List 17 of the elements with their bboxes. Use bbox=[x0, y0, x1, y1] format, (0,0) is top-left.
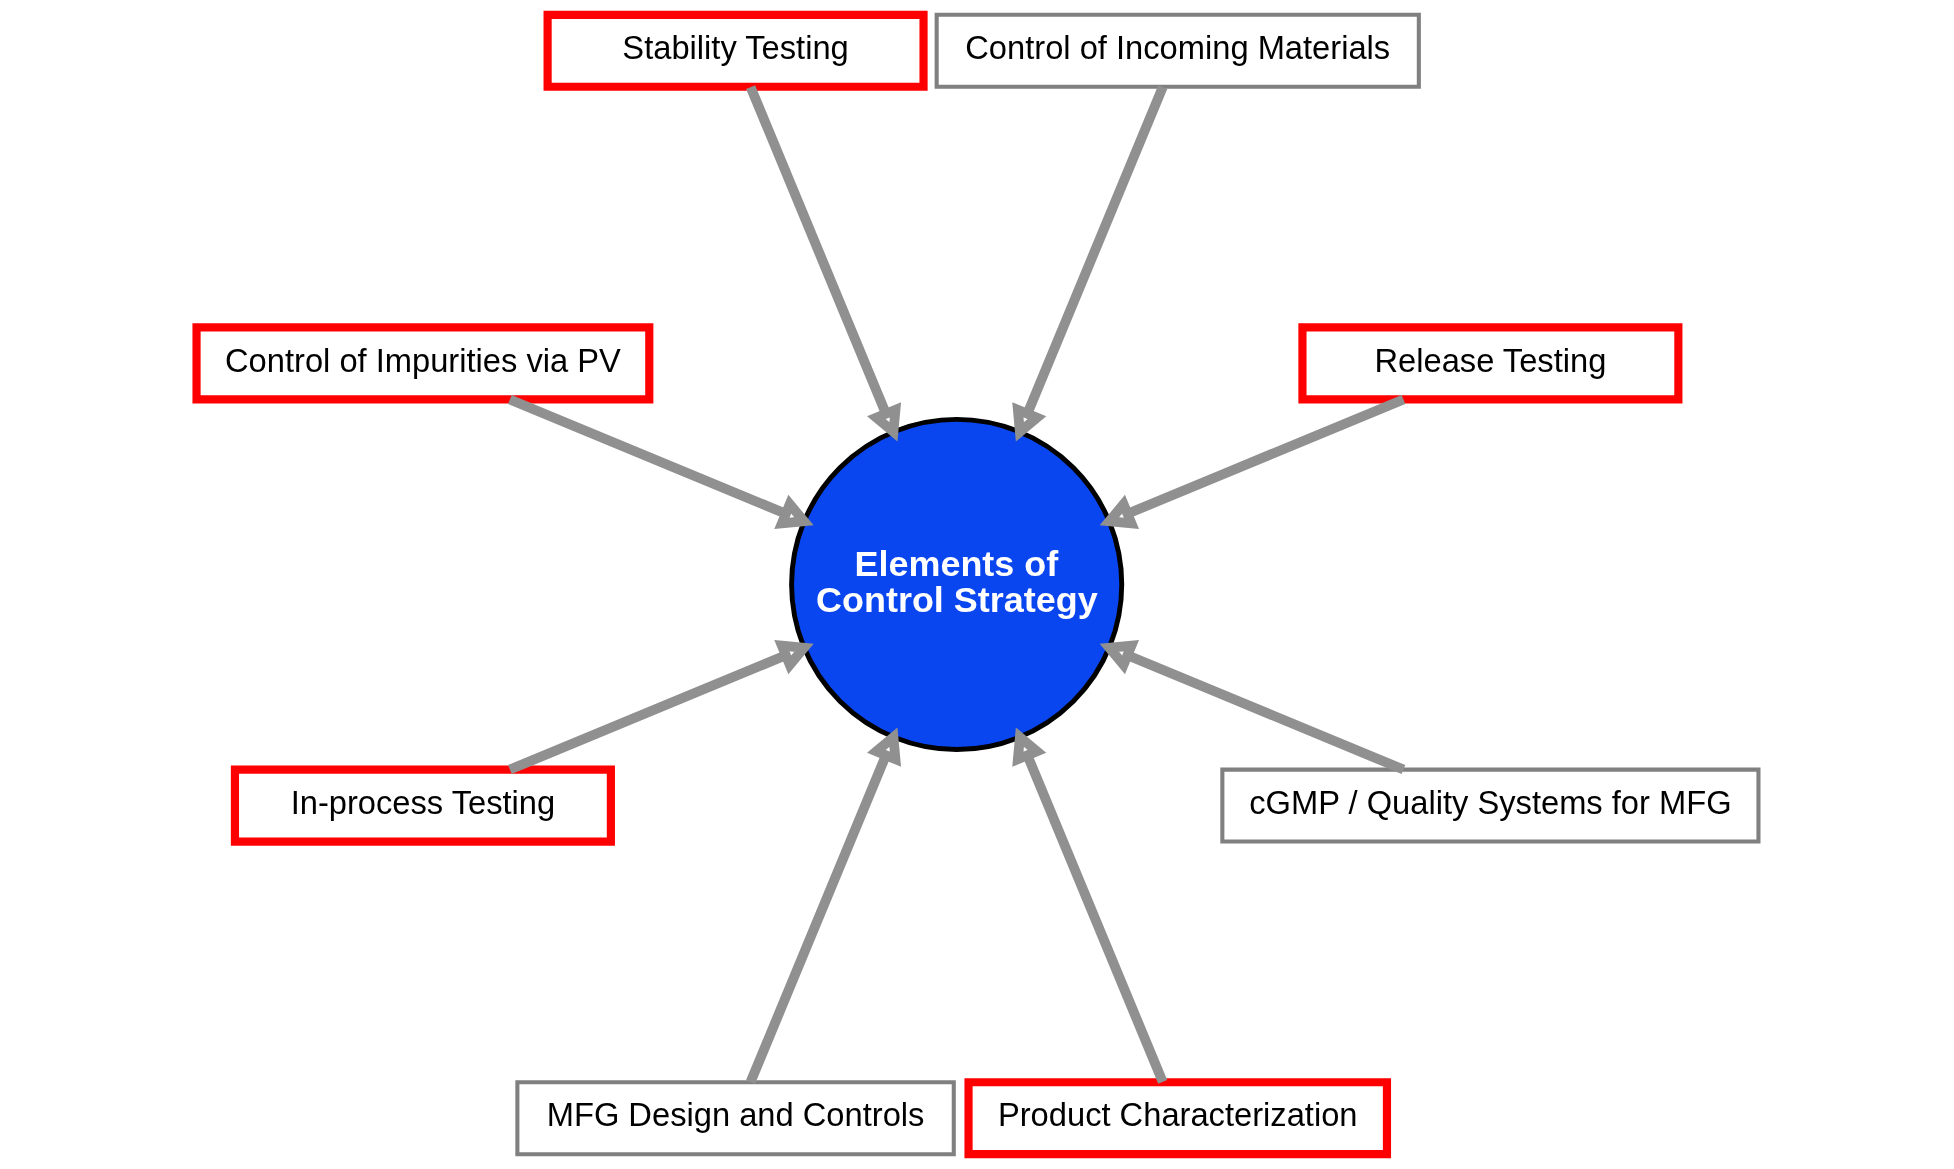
node-box: cGMP / Quality Systems for MFG bbox=[1219, 767, 1760, 844]
node-circle: Elements of Control Strategy bbox=[788, 416, 1124, 753]
arrow bbox=[507, 640, 814, 775]
arrow bbox=[1011, 727, 1167, 1084]
node-box: Product Characterization bbox=[963, 1078, 1391, 1159]
arrow bbox=[1099, 394, 1405, 529]
node-box: Release Testing bbox=[1297, 323, 1682, 404]
arrow bbox=[1099, 640, 1405, 775]
arrow bbox=[745, 727, 901, 1084]
node-box: In-process Testing bbox=[230, 765, 615, 846]
node-box: Control of Impurities via PV bbox=[191, 323, 653, 404]
node-box: MFG Design and Controls bbox=[514, 1080, 956, 1157]
node-box: Control of Incoming Materials bbox=[934, 12, 1421, 89]
arrow bbox=[507, 394, 814, 529]
arrow bbox=[745, 85, 901, 442]
arrow bbox=[1011, 85, 1167, 442]
node-box: Stability Testing bbox=[543, 10, 928, 91]
